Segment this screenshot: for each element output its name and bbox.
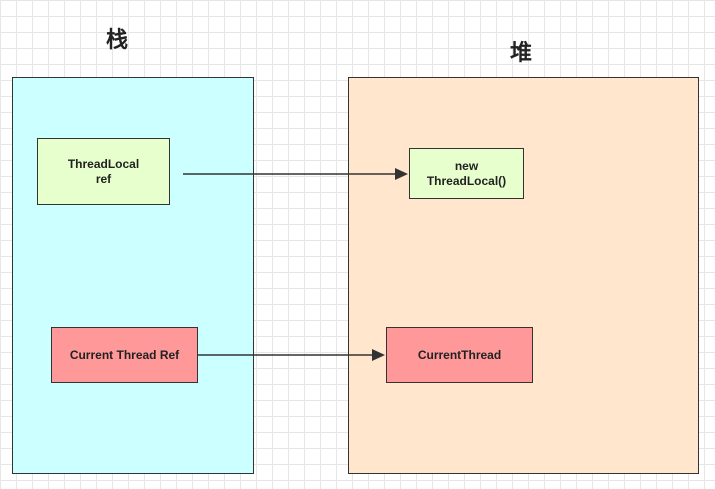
heap-region [348, 77, 699, 474]
stack-title: 栈 [106, 28, 129, 53]
current-thread-ref-box: Current Thread Ref [51, 327, 198, 383]
heap-title: 堆 [510, 41, 533, 66]
threadlocal-arrowhead [395, 168, 408, 180]
current-thread-object-box: CurrentThread [386, 327, 533, 383]
current-thread-arrowhead [372, 349, 385, 361]
threadlocal-object-box: new ThreadLocal() [409, 148, 524, 199]
threadlocal-ref-box: ThreadLocal ref [37, 138, 170, 205]
